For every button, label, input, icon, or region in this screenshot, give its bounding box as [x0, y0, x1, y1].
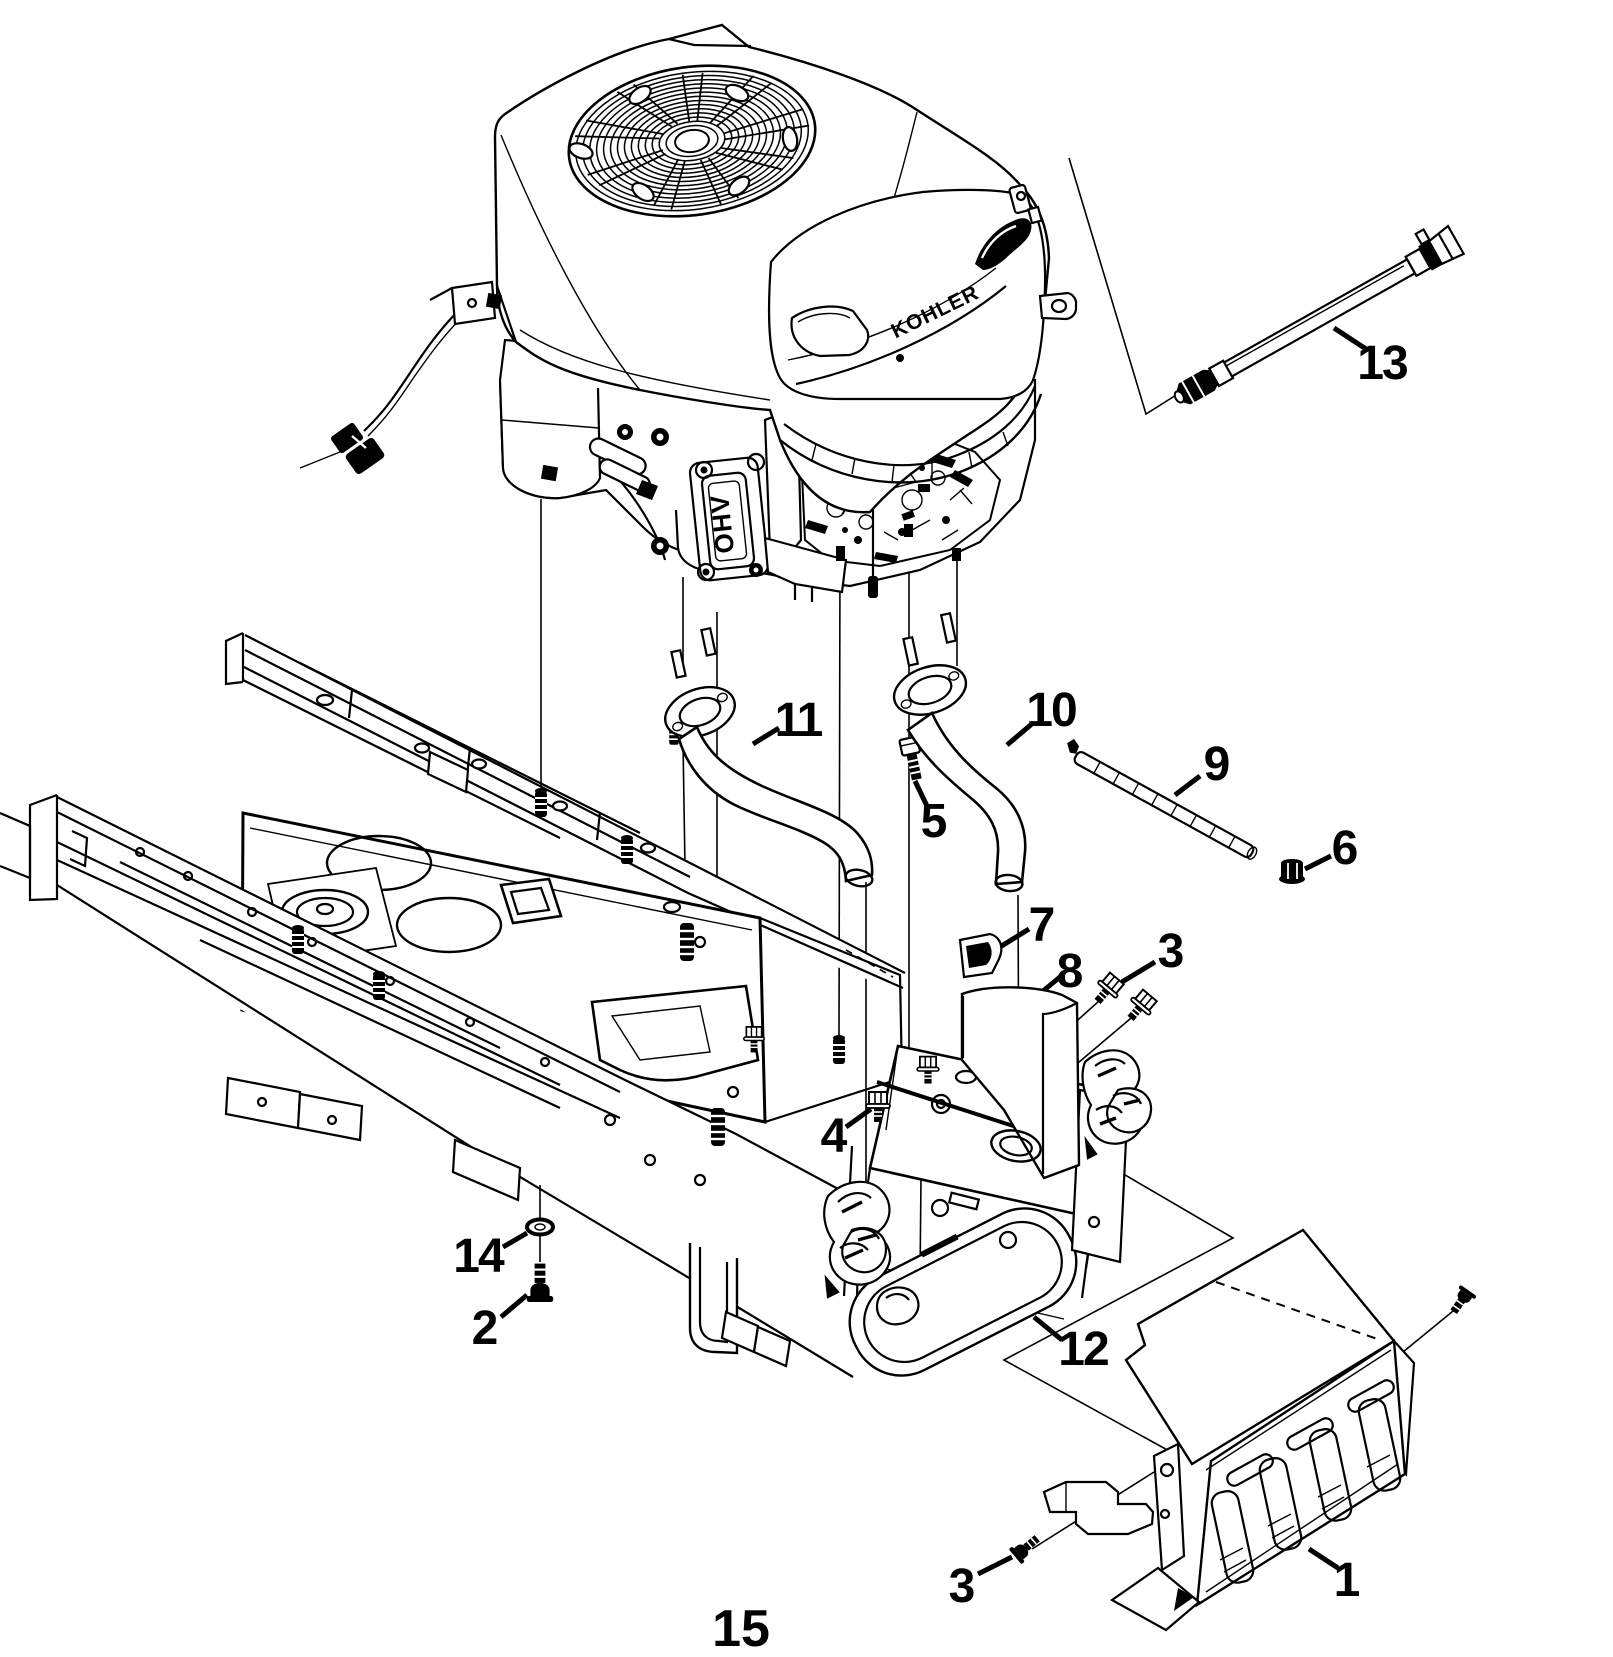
- svg-text:4: 4: [821, 1110, 848, 1163]
- svg-text:OHV: OHV: [704, 493, 740, 555]
- svg-text:2: 2: [472, 1302, 497, 1355]
- svg-text:11: 11: [775, 694, 823, 747]
- svg-text:10: 10: [1026, 684, 1076, 737]
- svg-text:15: 15: [712, 1600, 770, 1657]
- svg-text:6: 6: [1332, 822, 1357, 875]
- svg-text:14: 14: [453, 1230, 505, 1283]
- svg-text:8: 8: [1057, 945, 1083, 998]
- svg-text:13: 13: [1357, 337, 1407, 390]
- svg-text:5: 5: [921, 795, 947, 848]
- svg-text:12: 12: [1058, 1323, 1108, 1376]
- svg-text:3: 3: [949, 1560, 974, 1613]
- svg-text:7: 7: [1029, 899, 1054, 952]
- svg-text:9: 9: [1204, 738, 1229, 791]
- svg-text:3: 3: [1158, 925, 1183, 978]
- svg-text:1: 1: [1334, 1554, 1360, 1607]
